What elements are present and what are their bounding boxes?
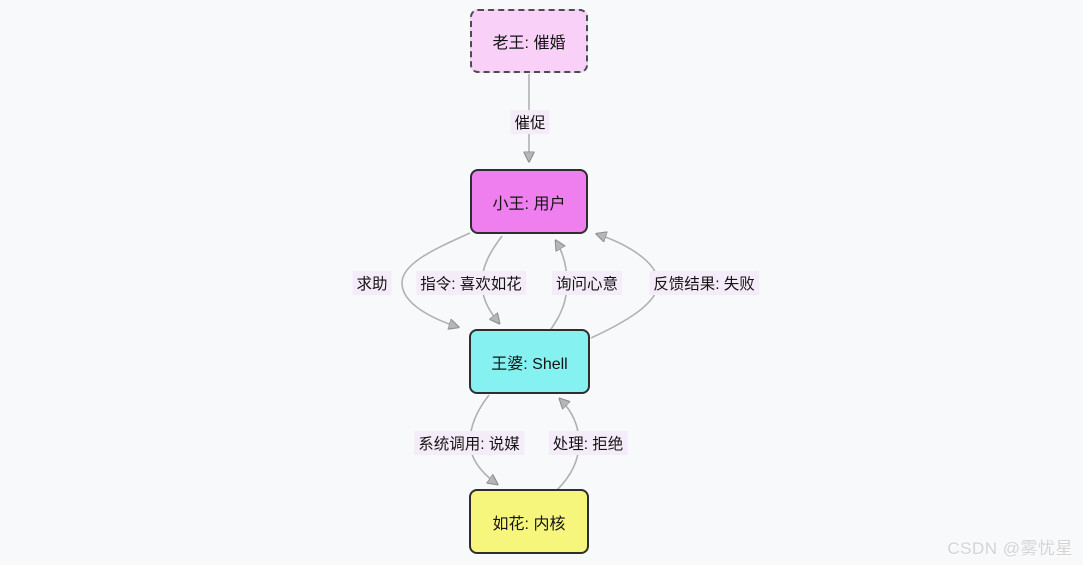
node-xiaowang: 小王: 用户 bbox=[470, 169, 588, 234]
node-laowang: 老王: 催婚 bbox=[470, 9, 588, 73]
node-wangpo-label: 王婆: Shell bbox=[491, 355, 568, 373]
edge-qiuzhu-path bbox=[401, 232, 471, 327]
node-ruhua: 如花: 内核 bbox=[469, 489, 589, 554]
edge-label-qiuzhu: 求助 bbox=[352, 271, 392, 295]
edge-label-zhiling: 指令: 喜欢如花 bbox=[416, 271, 526, 295]
node-ruhua-label: 如花: 内核 bbox=[492, 515, 566, 533]
edge-label-fankui: 反馈结果: 失败 bbox=[649, 271, 759, 295]
edge-label-cuicu: 催促 bbox=[510, 110, 550, 134]
node-laowang-label: 老王: 催婚 bbox=[492, 35, 566, 52]
edge-label-chuli: 处理: 拒绝 bbox=[548, 431, 628, 455]
node-xiaowang-label: 小王: 用户 bbox=[492, 195, 566, 213]
edge-label-xitong: 系统调用: 说媒 bbox=[414, 431, 524, 455]
watermark: CSDN @雾忧星 bbox=[947, 539, 1073, 558]
edge-label-xunwen: 询问心意 bbox=[551, 271, 623, 295]
node-wangpo: 王婆: Shell bbox=[469, 329, 590, 394]
